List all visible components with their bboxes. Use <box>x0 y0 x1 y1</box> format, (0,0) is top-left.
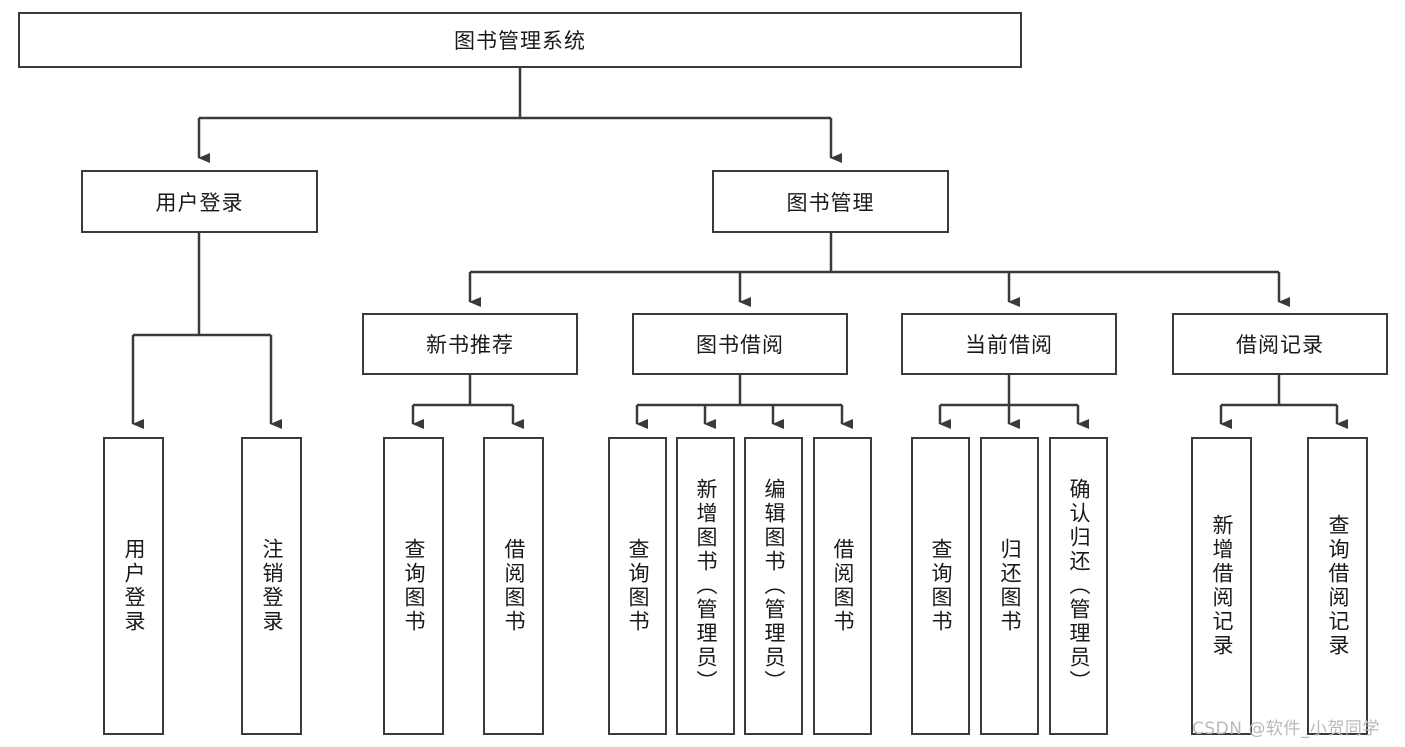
node-leaf-confirm-return[interactable]: 确认归还（管理员） <box>1049 437 1108 735</box>
node-leaf-add-book[interactable]: 新增图书（管理员） <box>676 437 735 735</box>
node-label: 查询图书 <box>402 538 426 634</box>
node-label: 图书借阅 <box>696 333 784 357</box>
node-label: 借阅记录 <box>1236 333 1324 357</box>
node-label: 图书管理 <box>786 190 875 215</box>
csdn-watermark: CSDN @软件_小贺同学 <box>1192 719 1380 739</box>
node-user-login[interactable]: 用户登录 <box>81 170 318 233</box>
node-book-management-system[interactable]: 图书管理系统 <box>18 12 1022 68</box>
node-current-borrow[interactable]: 当前借阅 <box>901 313 1117 375</box>
node-label: 查询图书 <box>929 538 953 634</box>
node-label: 新增借阅记录 <box>1210 514 1234 658</box>
node-leaf-return-book[interactable]: 归还图书 <box>980 437 1039 735</box>
node-label: 注销登录 <box>260 538 284 634</box>
node-leaf-query-book-1[interactable]: 查询图书 <box>383 437 444 735</box>
node-new-book-recommend[interactable]: 新书推荐 <box>362 313 578 375</box>
node-leaf-borrow-book-1[interactable]: 借阅图书 <box>483 437 544 735</box>
node-label: 当前借阅 <box>965 333 1053 357</box>
node-book-manage[interactable]: 图书管理 <box>712 170 949 233</box>
node-book-borrow[interactable]: 图书借阅 <box>632 313 848 375</box>
node-label: 借阅图书 <box>831 538 855 634</box>
node-leaf-query-book-3[interactable]: 查询图书 <box>911 437 970 735</box>
node-label: 归还图书 <box>998 538 1022 634</box>
node-label: 用户登录 <box>155 190 244 215</box>
node-label: 编辑图书（管理员） <box>762 478 786 694</box>
node-label: 用户登录 <box>122 538 146 634</box>
node-borrow-record[interactable]: 借阅记录 <box>1172 313 1388 375</box>
node-label: 查询图书 <box>626 538 650 634</box>
node-label: 借阅图书 <box>502 538 526 634</box>
node-leaf-add-record[interactable]: 新增借阅记录 <box>1191 437 1252 735</box>
node-label: 确认归还（管理员） <box>1067 478 1091 694</box>
node-leaf-borrow-book-2[interactable]: 借阅图书 <box>813 437 872 735</box>
node-leaf-query-record[interactable]: 查询借阅记录 <box>1307 437 1368 735</box>
node-leaf-logout-login[interactable]: 注销登录 <box>241 437 302 735</box>
node-label: 新增图书（管理员） <box>694 478 718 694</box>
node-leaf-user-login[interactable]: 用户登录 <box>103 437 164 735</box>
node-label: 查询借阅记录 <box>1326 514 1350 658</box>
node-label: 图书管理系统 <box>454 29 586 53</box>
node-leaf-query-book-2[interactable]: 查询图书 <box>608 437 667 735</box>
node-label: 新书推荐 <box>426 333 514 357</box>
node-leaf-edit-book[interactable]: 编辑图书（管理员） <box>744 437 803 735</box>
